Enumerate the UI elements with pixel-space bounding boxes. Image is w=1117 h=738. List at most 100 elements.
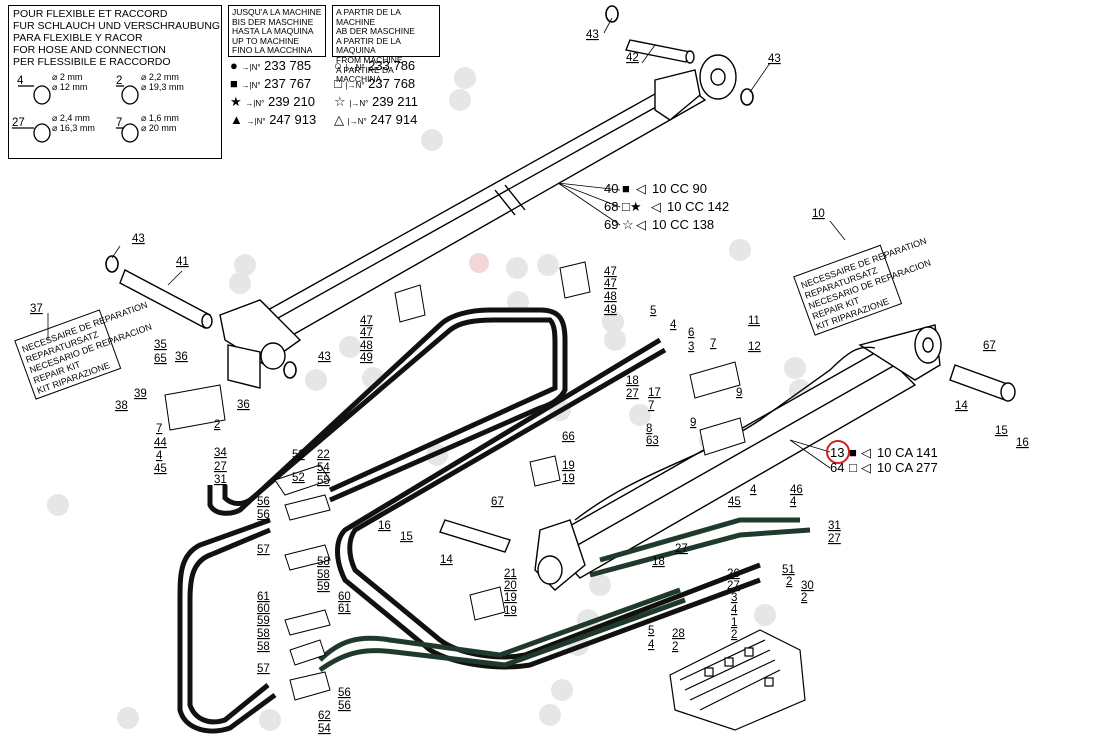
serial-from-header: AB DER MASCHINE: [336, 26, 415, 37]
legend-lang-line: FUR SCHLAUCH UND VERSCHRAUBUNG: [13, 20, 221, 32]
part-callout: 2: [214, 419, 220, 431]
part-callout: 60: [338, 591, 351, 603]
legend-lang-line: POUR FLEXIBLE ET RACCORD: [13, 8, 168, 20]
part-callout: 43: [132, 233, 145, 245]
serial-until-header: JUSQU'A LA MACHINE: [232, 7, 322, 17]
watermark-dot-red: [469, 253, 489, 273]
cylinder-ref-arrow-icon: ◁: [636, 217, 646, 232]
part-callout: 58: [257, 628, 270, 640]
part-callout: 7: [156, 423, 162, 435]
cylinder-ref-code: 10 CC 138: [652, 217, 714, 232]
legend-lang-line: PARA FLEXIBLE Y RACOR: [13, 32, 143, 44]
serial-until-header: BIS DER MASCHINE: [232, 16, 314, 27]
part-callout: 12: [748, 341, 761, 353]
serial-row: △ |→N° 247 914: [334, 112, 418, 130]
cylinder-ref-symbol: □: [849, 460, 857, 475]
part-callout: 46: [790, 484, 803, 496]
serial-symbol: ●: [230, 58, 238, 73]
serial-from-header: A PARTIRE DA MACCHINA: [336, 64, 394, 85]
oring-dim: ⌀ 2,2 mm: [141, 72, 179, 82]
part-callout: 48: [604, 291, 617, 303]
serial-prefix: |→N°: [345, 81, 365, 90]
cylinder-ref-code: 10 CA 141: [877, 445, 938, 460]
part-callout: 45: [728, 496, 741, 508]
cylinder-ref-code: 10 CC 90: [652, 181, 707, 196]
oring-dim: ⌀ 19,3 mm: [141, 82, 184, 92]
cylinder-ref-arrow-icon: ◁: [636, 181, 646, 196]
serial-prefix: →|N°: [241, 63, 261, 72]
serial-row: ● →|N° 233 785: [230, 58, 316, 76]
part-callout: 52: [292, 472, 305, 484]
part-callout: 37: [30, 303, 43, 315]
serial-symbol: ■: [230, 76, 238, 91]
part-callout: 2: [672, 641, 678, 653]
legend-lang-line: FOR HOSE AND CONNECTION: [13, 44, 166, 56]
part-callout: 3: [731, 592, 737, 604]
legend-languages: POUR FLEXIBLE ET RACCORD FUR SCHLAUCH UN…: [13, 8, 220, 68]
part-callout: 4: [156, 450, 163, 462]
part-callout: 27: [828, 533, 841, 545]
control-valve-block: [669, 629, 806, 731]
part-callout: 43: [586, 29, 599, 41]
part-callout: 55: [317, 475, 330, 487]
cylinder-ref-number: 40: [604, 181, 618, 196]
part-callout: 54: [317, 462, 330, 474]
part-callout: 10: [812, 208, 825, 220]
oring-ref: 4: [17, 75, 24, 87]
serial-symbol: △: [334, 112, 344, 127]
part-callout: 56: [338, 700, 351, 712]
part-callout: 27: [214, 461, 227, 473]
part-callout: 19: [504, 605, 517, 617]
part-callout: 20: [504, 580, 517, 592]
serial-prefix: |→N°: [345, 63, 365, 72]
serial-from-box: A PARTIR DE LA MACHINE AB DER MASCHINE A…: [332, 5, 440, 84]
serial-symbol: ○: [334, 58, 342, 73]
part-callout: 44: [154, 437, 167, 449]
part-callout: 4: [750, 484, 757, 496]
part-callout: 56: [257, 496, 270, 508]
serial-number: 247 914: [370, 112, 418, 127]
part-callout: 26: [727, 568, 740, 580]
oring-dim: ⌀ 1,6 mm: [141, 113, 179, 123]
serial-prefix: →|N°: [246, 117, 266, 126]
serial-prefix: |→N°: [349, 99, 369, 108]
part-callout: 18: [626, 375, 639, 387]
part-callout: 15: [995, 425, 1008, 437]
part-callout: 16: [378, 520, 391, 532]
circlip-icon: [283, 361, 297, 379]
cylinder-ref-symbol: ■: [622, 181, 630, 196]
part-callout: 14: [955, 400, 968, 412]
part-callout: 27: [727, 580, 740, 592]
part-callout: 48: [360, 340, 373, 352]
serial-row: ○ |→N° 233 786: [334, 58, 418, 76]
cylinder-refs-right: 13 ■ ◁ 10 CA 141 64 □ ◁ 10 CA 277: [826, 440, 938, 475]
part-callout: 2: [801, 592, 807, 604]
oring-ref: 2: [116, 75, 122, 87]
part-callout: 43: [768, 53, 781, 65]
cylinder-ref-number: 68: [604, 199, 618, 214]
part-callout: 18: [652, 556, 665, 568]
circlip-icon: [605, 5, 619, 23]
serial-symbol: ★: [230, 94, 242, 109]
cylinder-ref-symbol: ■: [849, 445, 857, 460]
part-callout: 27: [626, 388, 639, 400]
serial-row: ☆ |→N° 239 211: [334, 94, 418, 112]
serial-symbol: ▲: [230, 112, 243, 127]
serial-from-header: FROM MACHINE: [336, 54, 403, 65]
part-callout: 60: [257, 603, 270, 615]
part-callout: 39: [134, 388, 147, 400]
part-callout: 56: [338, 687, 351, 699]
oring-icon: [121, 123, 139, 143]
part-callout: 8: [646, 423, 652, 435]
part-callout: 27: [675, 543, 688, 555]
part-callout: 58: [257, 641, 270, 653]
serial-row: ★ →|N° 239 210: [230, 94, 316, 112]
part-callout: 63: [646, 435, 659, 447]
circlip-icon: [740, 88, 754, 106]
legend-lang-line: PER FLESSIBILE E RACCORDO: [13, 56, 171, 68]
serial-from-header: A PARTIR DE LA MAQUINA: [336, 35, 401, 56]
part-callout: 16: [1016, 437, 1029, 449]
part-callout: 59: [317, 581, 330, 593]
